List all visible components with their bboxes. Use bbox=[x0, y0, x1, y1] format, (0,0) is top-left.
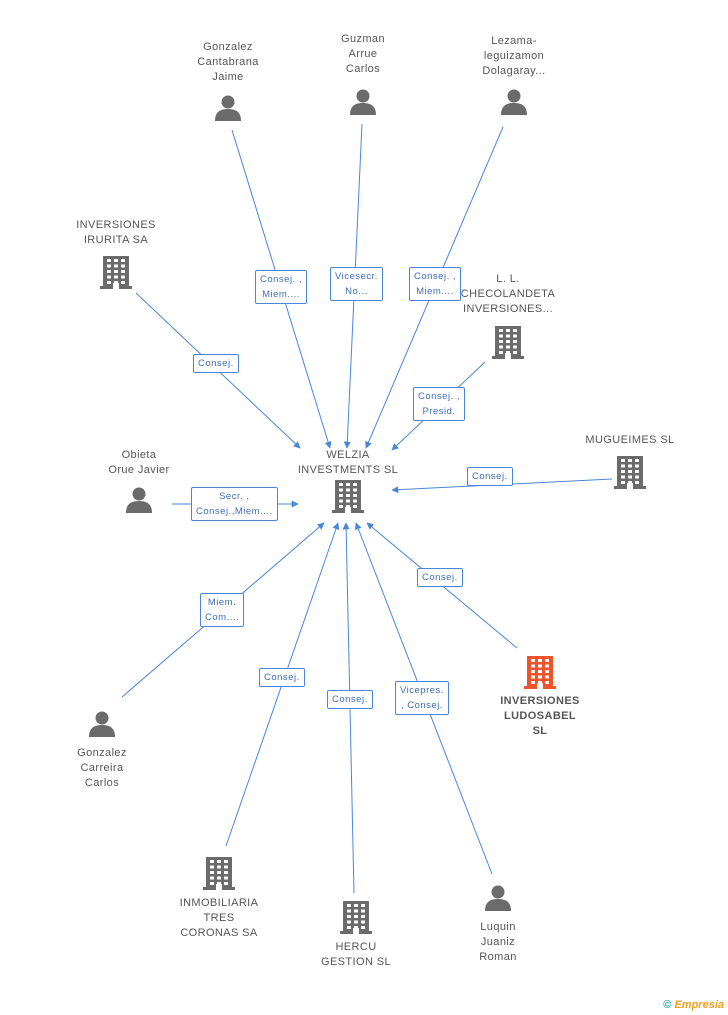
person-icon bbox=[89, 711, 115, 737]
node-label-gonzalez-carreira[interactable]: Gonzalez Carreira Carlos bbox=[42, 746, 162, 791]
node-label-text: Obieta Orue Javier bbox=[108, 449, 170, 476]
node-label-text: Lezama- leguizamon Dolagaray... bbox=[482, 35, 546, 77]
node-inversiones-ludosabel[interactable] bbox=[524, 654, 556, 690]
edge-label-mugueimes[interactable]: Consej. bbox=[467, 467, 513, 486]
node-label-text: INMOBILIARIA TRES CORONAS SA bbox=[179, 897, 259, 939]
node-label-lezama[interactable]: Lezama- leguizamon Dolagaray... bbox=[454, 34, 574, 79]
edge-label-inversiones-irurita[interactable]: Consej. bbox=[193, 354, 239, 373]
node-ll-checolandeta[interactable] bbox=[492, 324, 524, 360]
person-icon bbox=[350, 89, 376, 115]
node-label-inversiones-ludosabel[interactable]: INVERSIONES LUDOSABEL SL bbox=[480, 694, 600, 739]
edge-label-lezama[interactable]: Consej. , Miem.... bbox=[409, 267, 461, 301]
node-label-text: INVERSIONES IRURITA SA bbox=[76, 219, 156, 246]
person-icon bbox=[485, 885, 511, 911]
person-icon bbox=[501, 89, 527, 115]
edge-label-luquin-juaniz[interactable]: Vicepres. , Consej. bbox=[395, 681, 449, 715]
building-icon bbox=[332, 480, 364, 513]
node-mugueimes[interactable] bbox=[614, 454, 646, 490]
node-luquin-juaniz[interactable] bbox=[482, 884, 514, 912]
building-icon bbox=[492, 326, 524, 359]
node-label-mugueimes[interactable]: MUGUEIMES SL bbox=[570, 433, 690, 448]
building-icon bbox=[340, 901, 372, 934]
node-guzman-arrue[interactable] bbox=[347, 88, 379, 116]
edge-label-inversiones-ludosabel[interactable]: Consej. bbox=[417, 568, 463, 587]
edge-label-ll-checolandeta[interactable]: Consej. , Presid. bbox=[413, 387, 465, 421]
node-lezama[interactable] bbox=[498, 88, 530, 116]
node-label-inversiones-irurita[interactable]: INVERSIONES IRURITA SA bbox=[56, 218, 176, 248]
node-label-text: Luquin Juaniz Roman bbox=[479, 921, 517, 963]
brand-logo: © Empresia bbox=[663, 999, 724, 1011]
node-label-guzman-arrue[interactable]: Guzman Arrue Carlos bbox=[303, 32, 423, 77]
node-welzia-investments[interactable]: WELZIA INVESTMENTS SL bbox=[283, 448, 413, 514]
person-icon bbox=[126, 487, 152, 513]
building-icon bbox=[100, 256, 132, 289]
edge-label-obieta-orue[interactable]: Secr. , Consej.,Miem.... bbox=[191, 487, 278, 521]
node-label-obieta-orue[interactable]: Obieta Orue Javier bbox=[79, 448, 199, 478]
copyright-mark: © bbox=[663, 999, 672, 1011]
node-inversiones-irurita[interactable] bbox=[100, 254, 132, 290]
brand-name: Empresia bbox=[674, 999, 724, 1011]
node-label-text: Gonzalez Carreira Carlos bbox=[77, 747, 127, 789]
node-label-text: INVERSIONES LUDOSABEL SL bbox=[500, 695, 580, 737]
building-icon bbox=[524, 656, 556, 689]
node-label-text: Gonzalez Cantabrana Jaime bbox=[197, 41, 259, 83]
edge-label-hercu-gestion[interactable]: Consej. bbox=[327, 690, 373, 709]
building-icon bbox=[614, 456, 646, 489]
node-label-ll-checolandeta[interactable]: L. L. CHECOLANDETA INVERSIONES... bbox=[448, 272, 568, 317]
edge-label-gonzalez-carreira[interactable]: Miem. Com.... bbox=[200, 593, 245, 627]
building-icon bbox=[203, 857, 235, 890]
node-label-text: MUGUEIMES SL bbox=[585, 434, 675, 446]
edge-label-guzman-arrue[interactable]: Vicesecr. No... bbox=[330, 267, 383, 301]
node-label-text: HERCU GESTION SL bbox=[320, 941, 392, 968]
person-icon bbox=[215, 95, 241, 121]
node-label-hercu-gestion[interactable]: HERCU GESTION SL bbox=[296, 940, 416, 970]
node-label-gonzalez-cantabrana[interactable]: Gonzalez Cantabrana Jaime bbox=[168, 40, 288, 85]
center-label: WELZIA INVESTMENTS SL bbox=[297, 449, 399, 476]
node-gonzalez-cantabrana[interactable] bbox=[212, 94, 244, 122]
edge-label-gonzalez-cantabrana[interactable]: Consej. , Miem.... bbox=[255, 270, 307, 304]
node-obieta-orue[interactable] bbox=[123, 486, 155, 514]
node-gonzalez-carreira[interactable] bbox=[86, 710, 118, 738]
node-label-inmobiliaria-tres-coronas[interactable]: INMOBILIARIA TRES CORONAS SA bbox=[159, 896, 279, 941]
node-hercu-gestion[interactable] bbox=[340, 899, 372, 935]
node-inmobiliaria-tres-coronas[interactable] bbox=[203, 855, 235, 891]
node-label-text: Guzman Arrue Carlos bbox=[341, 33, 385, 75]
edge-label-inmobiliaria-tres-coronas[interactable]: Consej. bbox=[259, 668, 305, 687]
node-label-luquin-juaniz[interactable]: Luquin Juaniz Roman bbox=[438, 920, 558, 965]
node-label-text: L. L. CHECOLANDETA INVERSIONES... bbox=[460, 273, 556, 315]
